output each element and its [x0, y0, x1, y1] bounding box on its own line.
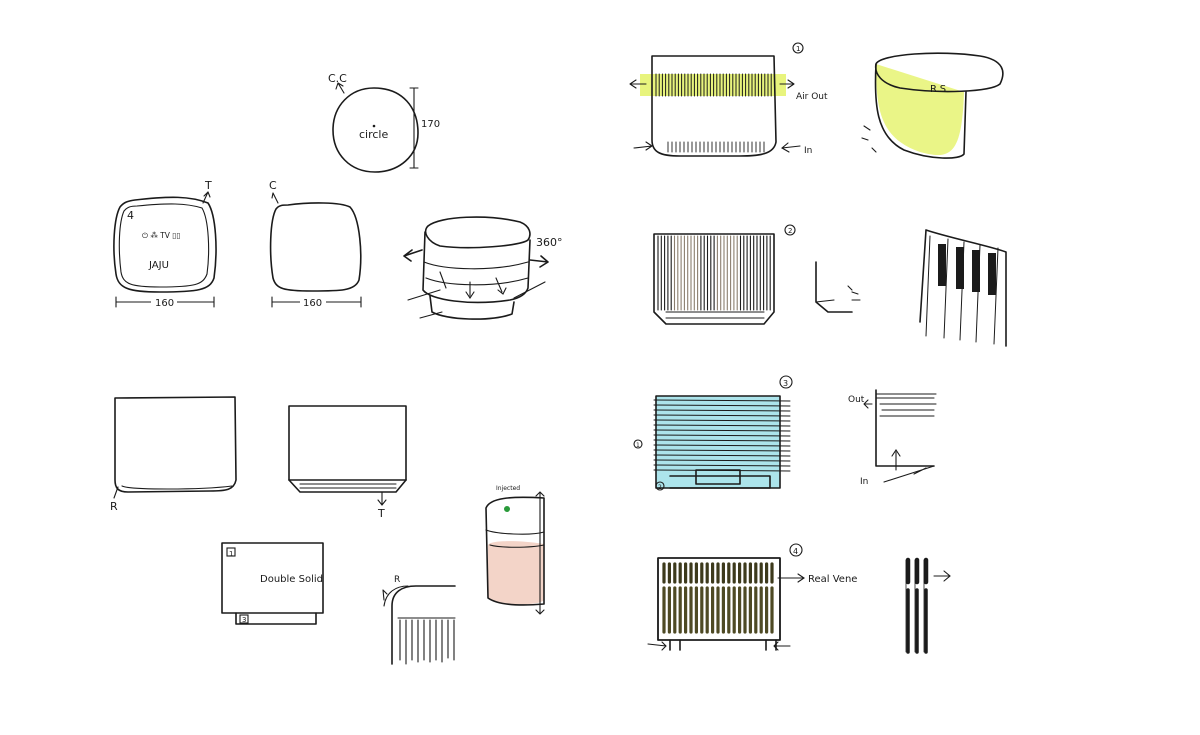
injected-note: Injected: [496, 485, 520, 492]
dim-170: 170: [421, 119, 440, 130]
circle-label: circle: [359, 128, 388, 141]
box-r-sketch: R: [110, 396, 237, 513]
t-label-box: T: [377, 507, 385, 520]
dim-160-remote: 160: [155, 298, 174, 309]
dim-160-square: 160: [303, 298, 322, 309]
concept-3-sketch: 3 1 2 Out In: [633, 375, 937, 491]
t-label: T: [204, 179, 212, 192]
concept-1-sketch: 1 Air Out In: [629, 42, 828, 157]
double-solid-sketch: 1 3 Double Solid: [221, 542, 324, 625]
remote-badge: 4: [127, 209, 134, 222]
remote-sketch: T 4 ⏻ ⁂ TV ▯▯ JAJU 160: [113, 179, 217, 309]
concept-4-number: 4: [793, 547, 798, 556]
r-corner-sketch: R: [382, 575, 456, 665]
concept-2-sketch: 2: [653, 224, 1007, 347]
remote-icons: ⏻ ⁂ TV ▯▯: [142, 231, 181, 240]
cyan-fill: [656, 396, 780, 488]
concept-3-side-2: 2: [658, 484, 662, 491]
double-solid-badge-3: 3: [242, 616, 246, 624]
rs-cylinder-sketch: R.S: [861, 52, 1004, 159]
double-solid-badge-1: 1: [229, 550, 233, 558]
box-t-sketch: T: [288, 405, 407, 520]
brand-label: JAJU: [148, 260, 169, 271]
concept-1-number: 1: [796, 45, 800, 53]
rotation-label: 360°: [536, 236, 563, 249]
concept-2-number: 2: [788, 227, 792, 235]
real-vene-label: Real Vene: [808, 574, 857, 585]
green-dot: [504, 506, 510, 512]
out-label: Out: [848, 395, 865, 405]
concept-3-number: 3: [783, 379, 788, 388]
in-label: In: [860, 477, 868, 487]
perspective-cube-sketch: 360°: [403, 216, 563, 320]
pink-column-sketch: Injected: [485, 485, 545, 615]
cc-label: C.C: [328, 72, 347, 85]
r-label-corner: R: [394, 575, 400, 585]
yellow-highlight: [640, 74, 786, 96]
c-label: C: [269, 179, 277, 192]
air-out-label: Air Out: [796, 92, 828, 102]
double-solid-label: Double Solid: [260, 574, 323, 585]
circle-sketch: C.C circle 170: [328, 72, 440, 173]
concept-3-side-1: 1: [636, 442, 640, 449]
rs-label: R.S: [930, 84, 946, 95]
r-label-box: R: [110, 500, 118, 513]
concept-4-sketch: 4 Real Vene: [647, 543, 951, 654]
rounded-square-sketch: C 160: [269, 179, 362, 309]
air-in-label: In: [804, 146, 812, 156]
